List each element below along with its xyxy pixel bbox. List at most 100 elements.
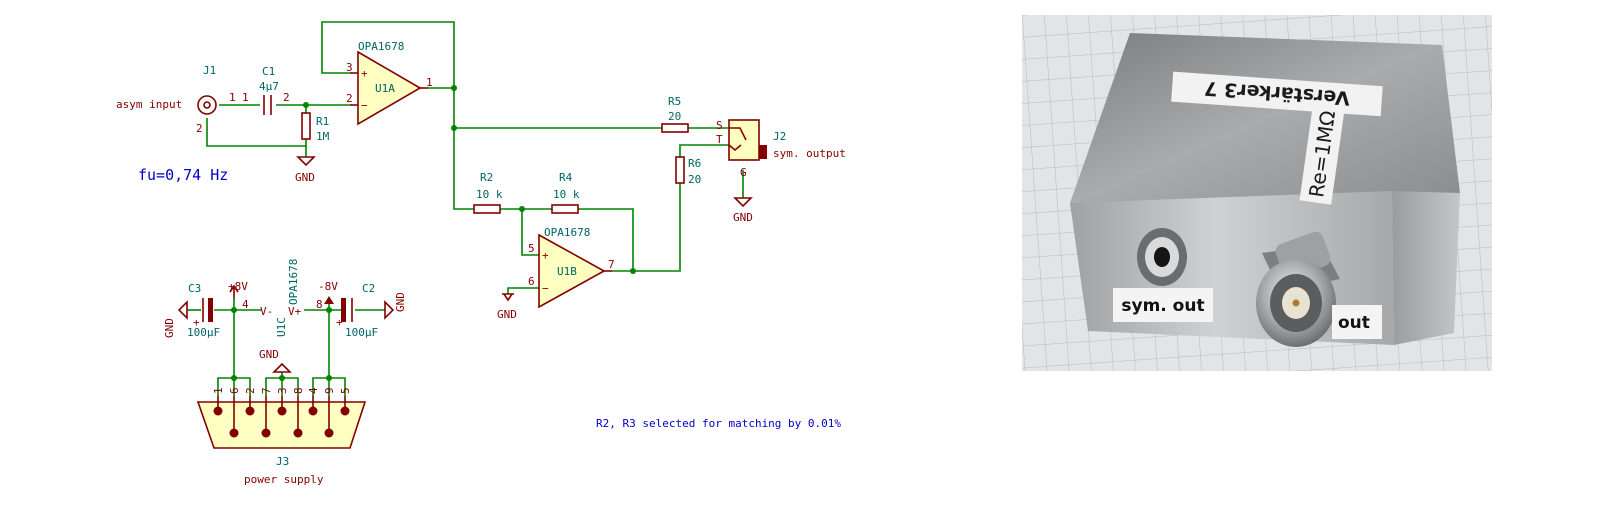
j3-pin-number: 3 <box>276 387 289 394</box>
cutoff-frequency-note: fu=0,74 Hz <box>138 166 228 184</box>
junction-dot <box>451 125 457 131</box>
resistor-r6: R6 20 <box>675 156 701 186</box>
resistor-r4: R4 10 k <box>551 171 580 214</box>
c3-value: 100µF <box>187 326 220 339</box>
c3-polarity: + <box>193 316 200 329</box>
jack-contact-icon <box>728 127 747 152</box>
u1c-pin4: 4 <box>242 298 249 311</box>
sym-out-label: sym. out <box>1113 288 1213 322</box>
junction-dot <box>326 375 332 381</box>
wire-u1b-out <box>612 183 681 272</box>
junction-dot <box>630 268 636 274</box>
wire-u1b-minus <box>521 209 539 256</box>
junction-dot <box>279 375 285 381</box>
gnd-label: GND <box>394 292 407 312</box>
jack-body-icon <box>728 119 760 161</box>
connector-j1: J1 asym input 1 2 <box>116 64 236 135</box>
u1a-pin2: 2 <box>346 92 353 105</box>
j3-pin-number: 9 <box>323 387 336 394</box>
out-text: out <box>1338 313 1370 333</box>
ground-icon <box>296 156 316 167</box>
db9-shell-icon <box>196 401 367 449</box>
bnc-connector <box>1256 231 1340 347</box>
resistor-body-icon <box>301 112 311 140</box>
minus-sign: − <box>361 99 368 112</box>
resistor-r5: R5 20 <box>661 95 689 133</box>
r2-value: 10 k <box>476 188 503 201</box>
j2-pin-t: T <box>716 133 723 146</box>
wire-r4-out <box>578 208 634 271</box>
device-photo-illustration: Verstärker3 7 Re=1MΩ sym. out <box>1022 15 1492 371</box>
sym-out-tape <box>1113 288 1213 322</box>
minus8-label: -8V <box>318 280 338 293</box>
resistor-body-icon <box>473 204 501 214</box>
box-lid <box>1070 33 1460 203</box>
db9-pin-numbers: 1 6 2 7 3 8 4 9 5 <box>212 387 352 394</box>
j3-ref: J3 <box>276 455 289 468</box>
j3-pin-number: 8 <box>292 387 305 394</box>
resistor-body-icon <box>551 204 579 214</box>
power-arrow-icon <box>229 284 239 298</box>
u1b-pin7: 7 <box>608 258 615 271</box>
junction-dot <box>231 307 237 313</box>
junction-dot <box>303 102 309 108</box>
u1b-pin6: 6 <box>528 275 535 288</box>
wire-u1a-feedback <box>321 21 455 88</box>
u1b-ref: U1B <box>557 265 577 278</box>
capacitor-c3: C3 + 100µF <box>187 282 220 339</box>
u1a-value: OPA1678 <box>358 40 404 53</box>
gnd-label: GND <box>295 171 315 184</box>
j3-pin-number: 7 <box>260 387 273 394</box>
gnd-symbol-r1: GND <box>295 156 316 184</box>
wire-u1b-plus <box>507 287 539 294</box>
gnd-symbol-c3: GND <box>163 300 188 338</box>
j3-label: power supply <box>244 473 324 486</box>
r5-value: 20 <box>668 110 681 123</box>
power-plus8: +8V 4 <box>228 280 249 311</box>
c1-value: 4µ7 <box>259 80 279 93</box>
r4-value: 10 k <box>553 188 580 201</box>
audio-jack <box>1137 228 1187 286</box>
bnc-inner-icon <box>203 101 211 109</box>
u1c-pin8: 8 <box>316 298 323 311</box>
opamp-triangle-icon <box>538 233 606 309</box>
c1-ref: C1 <box>262 65 275 78</box>
gnd-symbol-j3: GND <box>259 348 292 373</box>
capacitor-c1: C1 4µ7 1 2 <box>242 65 290 115</box>
box-side <box>1392 191 1460 345</box>
junction-dot <box>451 85 457 91</box>
side-label-tape <box>1299 103 1345 205</box>
wire-j1-gnd <box>206 118 306 147</box>
power-triangle-icon <box>324 296 334 304</box>
junction-dot <box>231 375 237 381</box>
out-label: out <box>1332 305 1382 339</box>
connector-j2: S T G J2 sym. output <box>716 119 846 179</box>
resistor-body-icon <box>661 123 689 133</box>
c1-pin2: 2 <box>283 91 290 104</box>
r1-value: 1M <box>316 130 330 143</box>
capacitor-c2: C2 + 100µF <box>336 282 378 339</box>
power-minus8: -8V 8 <box>316 280 338 311</box>
plus8-label: +8V <box>228 280 248 293</box>
j2-pin-s: S <box>716 119 723 132</box>
gnd-label: GND <box>259 348 279 361</box>
opamp-u1c: V- V+ OPA1678 U1C <box>260 259 302 337</box>
u1c-vminus: V- <box>260 305 273 318</box>
junction-dot <box>326 307 332 313</box>
r5-ref: R5 <box>668 95 681 108</box>
c2-ref: C2 <box>362 282 375 295</box>
resistor-body-icon <box>675 156 685 184</box>
j3-pin-number: 1 <box>212 387 225 394</box>
wires <box>187 21 744 396</box>
u1c-value: OPA1678 <box>287 259 300 305</box>
j2-label: sym. output <box>773 147 846 160</box>
gnd-symbol-c2: GND <box>384 292 407 320</box>
db9-pins <box>213 396 350 438</box>
out-tape <box>1332 305 1382 339</box>
ground-icon <box>272 362 292 373</box>
opamp-triangle-icon <box>357 50 422 126</box>
resistor-r2: R2 10 k <box>473 171 503 214</box>
bnc-outer-icon <box>197 95 217 115</box>
j1-pin1: 1 <box>229 91 236 104</box>
ground-icon <box>177 300 188 320</box>
